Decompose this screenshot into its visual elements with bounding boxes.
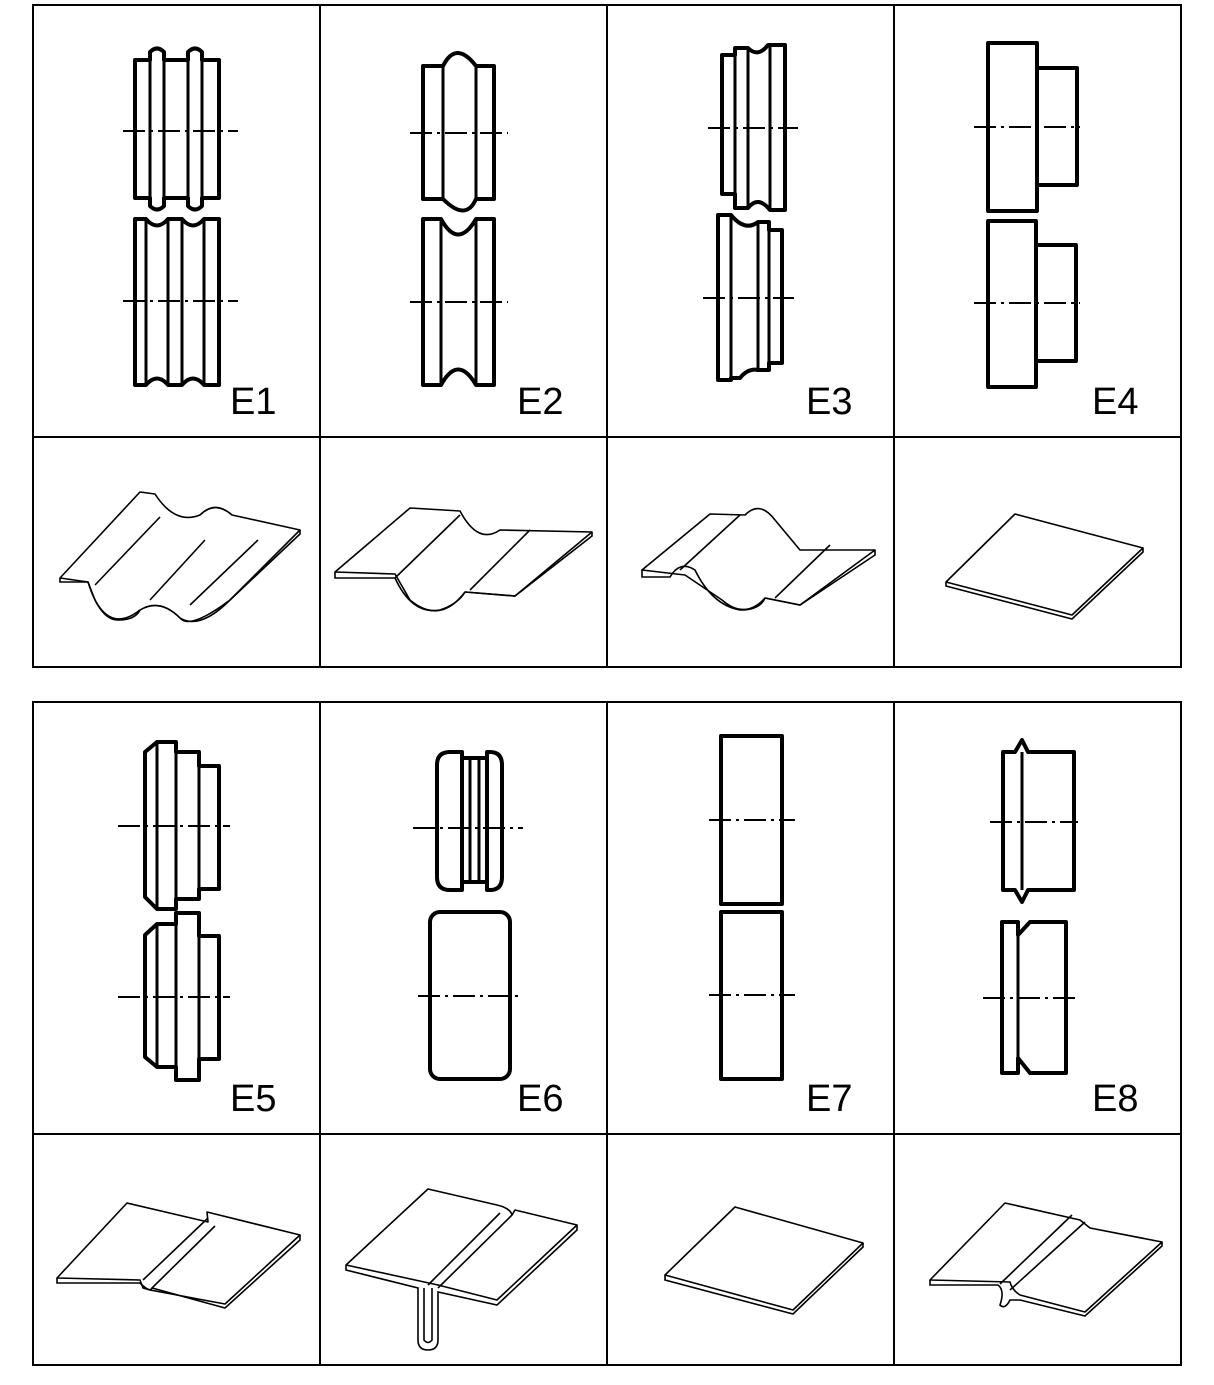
tool-e4-rolls (974, 41, 1080, 389)
tool-e6-rolls (413, 750, 523, 1081)
tool-e8-rolls (983, 738, 1078, 1075)
tool-e5-sheet (56, 1202, 301, 1309)
tool-e5-rolls (118, 740, 230, 1082)
tool-e3-rolls (703, 43, 798, 382)
tool-e6-sheet (345, 1188, 578, 1351)
tool-label-e3: E3 (806, 381, 852, 423)
tool-label-e2: E2 (517, 381, 563, 423)
tool-e3-sheet (641, 507, 876, 611)
tool-label-e8: E8 (1092, 1078, 1138, 1120)
tool-e7-sheet (664, 1206, 864, 1315)
top-table-grid (32, 4, 1182, 668)
tool-label-e4: E4 (1092, 381, 1138, 423)
tool-e1-rolls (123, 46, 238, 387)
tool-label-e1: E1 (230, 381, 276, 423)
tool-label-e6: E6 (517, 1078, 563, 1120)
tool-e2-rolls (410, 51, 508, 387)
tool-e1-sheet (59, 491, 301, 623)
tool-e8-sheet (929, 1202, 1163, 1317)
tool-label-e5: E5 (230, 1078, 276, 1120)
tool-e2-sheet (334, 507, 593, 612)
tool-e4-sheet (945, 513, 1144, 620)
tool-label-e7: E7 (806, 1078, 852, 1120)
tool-e7-rolls (709, 734, 795, 1081)
bottom-table-grid (32, 701, 1182, 1366)
